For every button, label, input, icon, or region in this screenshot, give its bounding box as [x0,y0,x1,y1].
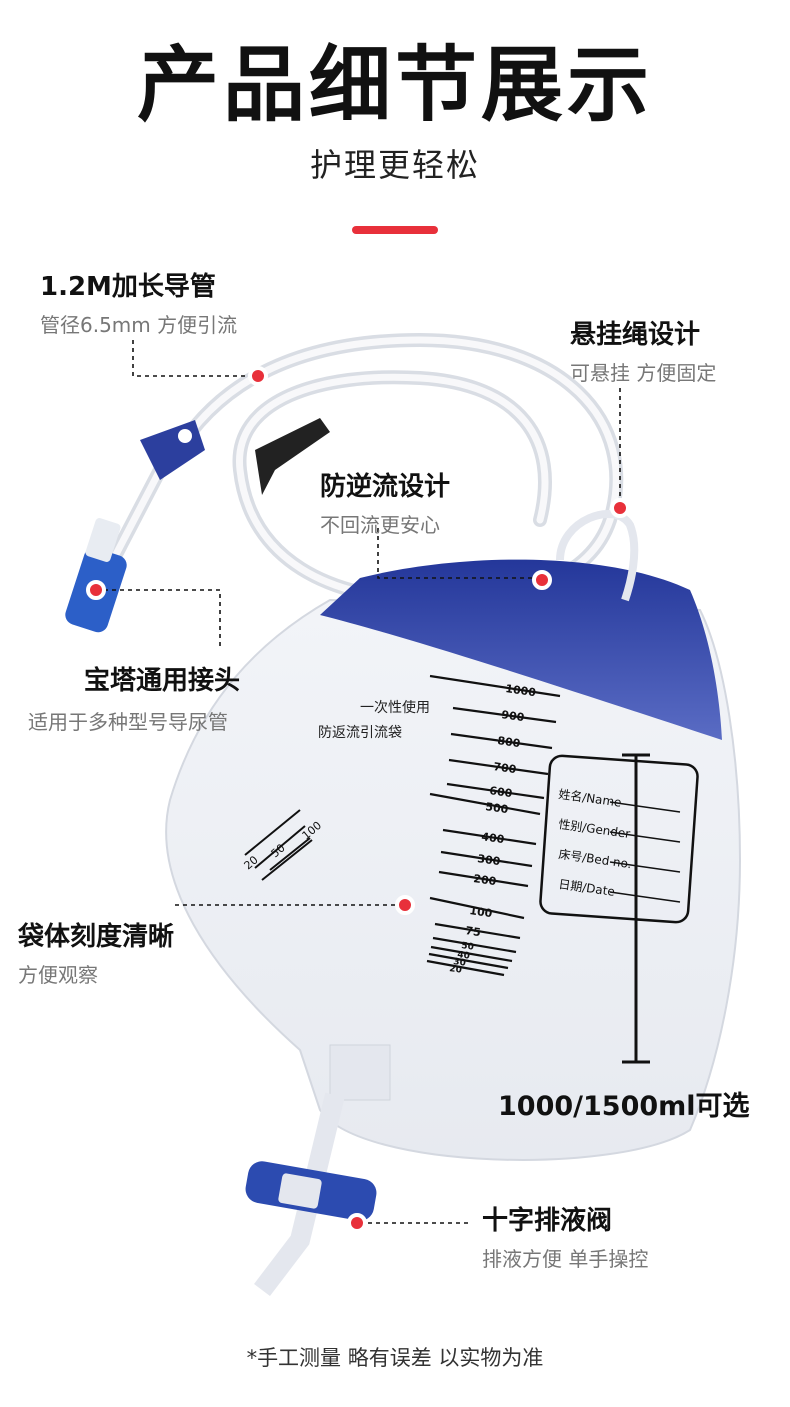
capacity-label: 1000/1500ml可选 [498,1091,750,1122]
label-field-line [609,801,681,813]
bag-top [320,559,722,740]
scale-label: 75 [465,924,482,939]
bag-print-line2: 防返流引流袋 [318,725,402,741]
scale-tick [429,896,525,920]
callout-valve: 十字排液阀 排液方便 单手操控 [482,1200,648,1272]
scale-label: 800 [497,734,522,750]
scale-tick [428,952,509,970]
callout-desc: 方便观察 [18,963,98,987]
scale-tick [429,792,541,816]
scale-label: 600 [489,784,514,800]
accent-bar [352,226,438,234]
marker-dot [86,580,106,600]
capacity-bracket [622,753,650,1064]
clamp-icon [140,420,205,480]
scale-label: 20 [449,964,463,976]
marker-dot [248,366,268,386]
callout-desc: 可悬挂 方便固定 [570,361,717,385]
scale-tick [440,850,533,868]
scale-label: 100 [469,904,494,920]
scale-label: 700 [493,760,518,776]
leader-lines [96,340,621,1224]
scale-tick [452,706,557,724]
callout-scale: 袋体刻度清晰 方便观察 [18,916,174,988]
callout-desc: 管径6.5mm 方便引流 [40,313,238,337]
scale-tick [438,870,529,888]
callout-tube: 1.2M加长导管 管径6.5mm 方便引流 [40,266,237,338]
drain-tube [254,1092,345,1297]
callout-desc: 排液方便 单手操控 [482,1247,649,1271]
scale-tick [434,922,521,940]
scale-tick [442,828,537,846]
scale-label: 400 [481,830,506,846]
scale-label: 30 [453,957,467,969]
marker-dot [395,895,415,915]
drain-valve-icon [245,1161,377,1221]
scale-tick [430,945,513,963]
callout-title: 悬挂绳设计 [570,320,701,350]
callout-title: 1.2M加长导管 [40,272,216,302]
scale-label: 1000 [505,682,537,699]
callout-hanger: 悬挂绳设计 可悬挂 方便固定 [570,314,716,386]
callout-desc: 适用于多种型号导尿管 [28,710,228,734]
marker-dot [347,1213,367,1233]
page-title: 产品细节展示 [136,38,653,133]
callout-connector-desc: 适用于多种型号导尿管 [28,700,228,735]
side-scale: 100 50 20 [242,809,324,881]
callout-title: 防逆流设计 [320,472,451,502]
callout-connector: 宝塔通用接头 [84,660,240,697]
hanger-icon [556,510,639,602]
scale-label: 50 [461,941,475,953]
marker-dots [86,366,630,1233]
bag-body [165,598,742,1161]
scale-tick [426,959,505,977]
label-field-line [609,861,681,873]
callout-desc: 不回流更安心 [320,513,440,537]
marker-dot [532,570,552,590]
scale-label: 40 [457,950,471,962]
callout-title: 宝塔通用接头 [84,666,241,696]
scale-label: 200 [473,872,498,888]
tube-clip-icon [255,418,330,495]
scale-tick [446,782,545,800]
scale-tick [450,732,553,750]
label-field-line [609,831,681,843]
label-field-line [609,891,681,903]
page-subtitle: 护理更轻松 [309,146,480,184]
footnote: *手工测量 略有误差 以实物为准 [246,1346,544,1370]
callout-antireflux: 防逆流设计 不回流更安心 [320,466,450,538]
bag-print-line1: 一次性使用 [360,699,430,716]
scale-label: 900 [501,708,526,724]
scale-label: 300 [477,852,502,868]
marker-dot [610,498,630,518]
outlet-neck [329,1044,391,1101]
scale-tick [448,758,549,776]
scale-tick [429,674,561,698]
callout-title: 袋体刻度清晰 [18,922,175,952]
scale-tick [432,936,517,954]
scale-label: 500 [485,800,510,816]
callout-title: 十字排液阀 [482,1206,613,1236]
